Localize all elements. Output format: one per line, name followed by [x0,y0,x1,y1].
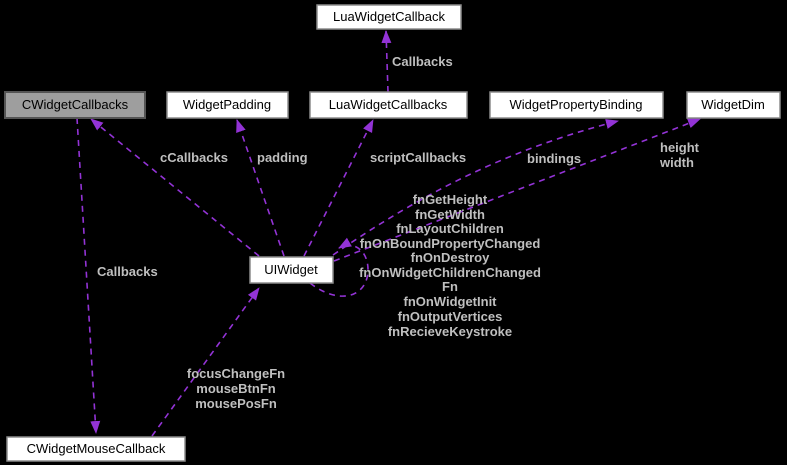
node-box[interactable] [166,91,289,119]
edge-label-callbacks-left: Callbacks [97,264,158,279]
svg-text:Fn: Fn [442,279,458,294]
edge-label-height: height [660,140,700,155]
node-label: UIWidget [264,262,318,277]
edge-ccallbacks [90,118,260,257]
svg-text:focusChangeFn: focusChangeFn [187,366,285,381]
edge-self-loop [309,237,369,297]
node-box[interactable] [489,91,664,119]
node-label: WidgetPropertyBinding [510,97,643,112]
node-c-widget-mouse-callback[interactable]: CWidgetMouseCallback [6,436,186,462]
node-c-widget-callbacks[interactable]: CWidgetCallbacks [4,91,146,119]
node-box[interactable] [249,256,334,284]
node-widget-dim[interactable]: WidgetDim [686,91,781,119]
diagram-edges [76,30,701,437]
svg-text:fnOnBoundPropertyChanged: fnOnBoundPropertyChanged [360,236,541,251]
edge-label-scriptcallbacks: scriptCallbacks [370,150,466,165]
node-label: LuaWidgetCallbacks [329,97,448,112]
node-box-highlighted[interactable] [4,91,146,119]
edge-scriptcallbacks [303,119,374,257]
edge-label-bindings: bindings [527,151,581,166]
node-label: CWidgetMouseCallback [27,441,166,456]
edge-bindings [332,119,619,256]
node-label: WidgetPadding [183,97,271,112]
node-label: CWidgetCallbacks [22,97,129,112]
svg-text:mousePosFn: mousePosFn [195,396,277,411]
node-label: WidgetDim [701,97,765,112]
edge-callbacks-top [381,30,392,93]
node-lua-widget-callback[interactable]: LuaWidgetCallback [316,4,462,30]
node-box[interactable] [316,4,462,30]
svg-text:fnOnWidgetChildrenChanged: fnOnWidgetChildrenChanged [359,265,541,280]
edge-label-self-loop: fnGetHeight fnGetWidth fnLayoutChildren … [359,192,541,339]
edge-labels: Callbacks cCallbacks padding scriptCallb… [97,54,700,411]
edge-label-callbacks-top: Callbacks [392,54,453,69]
svg-text:fnGetWidth: fnGetWidth [415,207,485,222]
edge-label-width: width [659,155,694,170]
svg-text:fnOnDestroy: fnOnDestroy [411,250,491,265]
node-box[interactable] [6,436,186,462]
edge-mouse-callbacks [151,287,260,437]
svg-text:fnGetHeight: fnGetHeight [413,192,488,207]
node-box[interactable] [309,91,468,119]
edge-callbacks-left [76,117,101,434]
svg-text:fnRecieveKeystroke: fnRecieveKeystroke [388,324,512,339]
edge-label-ccallbacks: cCallbacks [160,150,228,165]
edge-padding [236,119,285,257]
node-box[interactable] [686,91,781,119]
svg-text:fnOnWidgetInit: fnOnWidgetInit [403,294,497,309]
node-lua-widget-callbacks[interactable]: LuaWidgetCallbacks [309,91,468,119]
edge-label-mouse-callbacks: focusChangeFn mouseBtnFn mousePosFn [187,366,285,411]
node-widget-property-binding[interactable]: WidgetPropertyBinding [489,91,664,119]
svg-text:mouseBtnFn: mouseBtnFn [196,381,276,396]
node-label: LuaWidgetCallback [333,9,446,24]
svg-text:fnLayoutChildren: fnLayoutChildren [396,221,504,236]
node-ui-widget[interactable]: UIWidget [249,256,334,284]
edge-label-padding: padding [257,150,308,165]
svg-text:fnOutputVertices: fnOutputVertices [398,309,503,324]
node-widget-padding[interactable]: WidgetPadding [166,91,289,119]
